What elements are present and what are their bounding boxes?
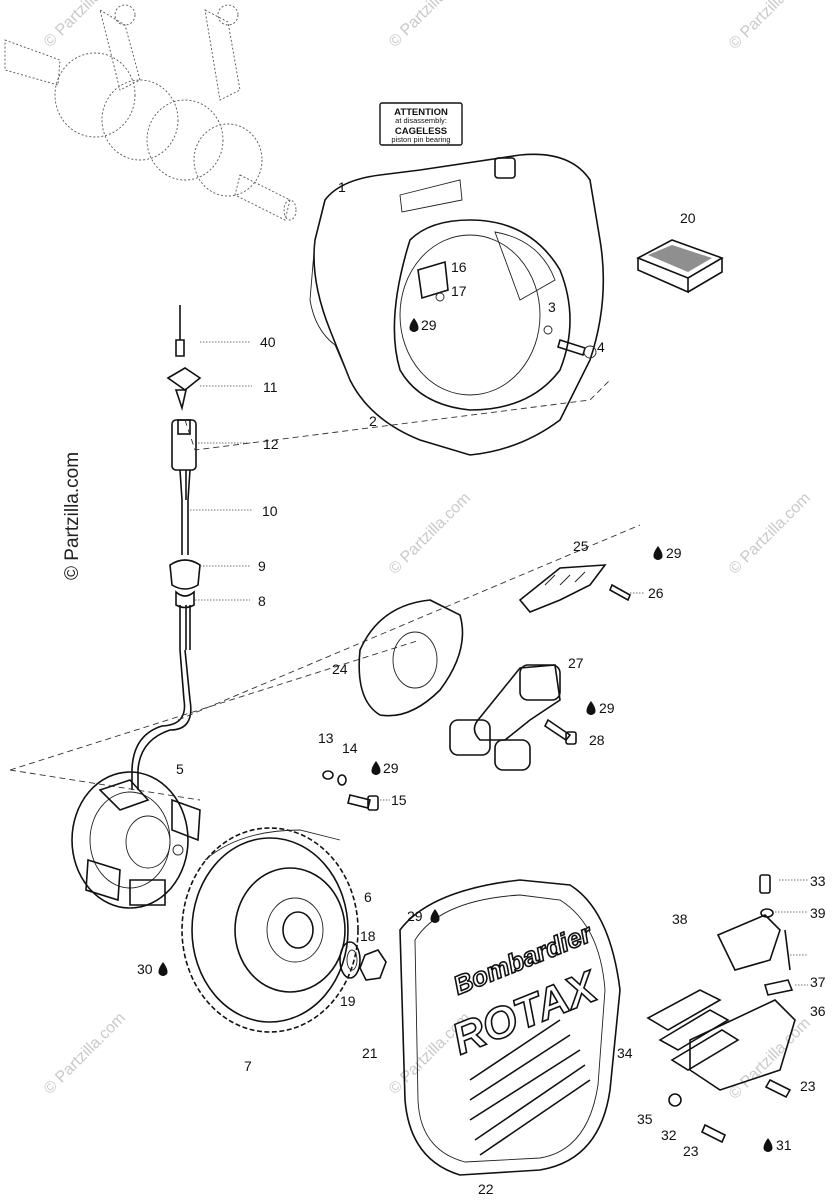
attention-line-1: ATTENTION (394, 107, 448, 118)
watermark: © Partzilla.com (386, 490, 474, 578)
callout-19: 19 (340, 993, 356, 1009)
oil-drop-icon (586, 701, 596, 715)
callout-18: 18 (360, 928, 376, 944)
bracket-27-drawing (449, 664, 577, 771)
oil-drop-icon (371, 761, 381, 775)
oil-drop-icon (158, 962, 168, 976)
wiring-harness-drawing (131, 305, 202, 790)
callout-7: 7 (244, 1058, 252, 1074)
callout-39: 39 (810, 905, 826, 921)
attention-label: ATTENTION at disassembly: CAGELESS pisto… (379, 102, 463, 146)
oil-drop-icon (653, 546, 663, 560)
watermark: © Partzilla.com (726, 490, 814, 578)
oil-drop-icon (430, 909, 440, 923)
callout-17: 17 (451, 283, 467, 299)
callout-14: 14 (342, 740, 358, 756)
plate-drawing (358, 599, 464, 717)
nut-washer-drawing (339, 941, 387, 981)
callout-4: 4 (597, 339, 605, 355)
callout-35: 35 (637, 1111, 653, 1127)
callout-40: 40 (260, 334, 276, 350)
callout-27: 27 (568, 655, 584, 671)
callout-3: 3 (548, 299, 556, 315)
callout-38: 38 (672, 911, 688, 927)
callout-25: 25 (573, 538, 589, 554)
callout-13: 13 (318, 730, 334, 746)
callout-28: 28 (589, 732, 605, 748)
callout-32: 32 (661, 1127, 677, 1143)
callout-1: 1 (338, 179, 346, 195)
guide-lines (9, 379, 641, 801)
callout-22: 22 (478, 1181, 494, 1197)
watermark-vertical: © Partzilla.com (62, 452, 83, 580)
callout-26: 26 (648, 585, 664, 601)
callout-29-bolt-15: 29 (383, 760, 399, 776)
callout-23-upper: 23 (800, 1078, 816, 1094)
callout-23-lower: 23 (683, 1143, 699, 1159)
attention-line-2: at disassembly: (395, 116, 447, 125)
bracket-25-drawing (518, 564, 632, 613)
flywheel-drawing (181, 827, 359, 1033)
oil-drop-symbols (158, 318, 773, 1152)
callout-36: 36 (810, 1003, 826, 1019)
callout-21: 21 (362, 1045, 378, 1061)
watermark: © Partzilla.com (726, 0, 814, 53)
stator-drawing (71, 771, 201, 909)
leader-lines (190, 341, 808, 986)
right-bracket-parts-drawing (646, 874, 796, 1144)
watermark: © Partzilla.com (386, 0, 474, 51)
callout-5: 5 (176, 761, 184, 777)
cover-rib-pattern (469, 1019, 591, 1156)
callout-29-bolt-26: 29 (666, 545, 682, 561)
watermark: © Partzilla.com (41, 1010, 129, 1098)
callout-11: 11 (263, 379, 278, 395)
callout-34: 34 (617, 1045, 633, 1061)
watermark: © Partzilla.com (41, 0, 129, 51)
callout-16: 16 (451, 259, 467, 275)
callout-10: 10 (262, 503, 278, 519)
attention-line-3: CAGELESS (395, 126, 447, 137)
callout-29-cover: 29 (421, 317, 437, 333)
callout-2: 2 (369, 413, 377, 429)
cover-drawing: Bombardier ROTAX (399, 879, 621, 1176)
watermarks: © Partzilla.com © Partzilla.com © Partzi… (41, 0, 814, 1103)
callout-29-bolt-28: 29 (599, 700, 615, 716)
crankcase-housing-drawing (309, 153, 605, 456)
callout-9: 9 (258, 558, 266, 574)
crankshaft-drawing (4, 4, 297, 221)
callout-37: 37 (810, 974, 826, 990)
callout-31: 31 (776, 1137, 792, 1153)
callout-29-cover-21: 29 (407, 908, 423, 924)
fasteners-13-15-drawing (322, 770, 379, 811)
callout-labels: 1 2 3 4 5 6 7 8 9 10 11 12 13 14 15 16 1… (137, 179, 826, 1197)
attention-line-4: piston pin bearing (391, 135, 450, 144)
oil-drop-icon (409, 318, 419, 332)
pad-drawing (636, 239, 724, 294)
callout-33: 33 (810, 873, 826, 889)
callout-20: 20 (680, 210, 696, 226)
callout-15: 15 (391, 792, 407, 808)
callout-12: 12 (263, 436, 279, 452)
callout-6: 6 (364, 889, 372, 905)
callout-8: 8 (258, 593, 266, 609)
callout-30: 30 (137, 961, 153, 977)
callout-24: 24 (332, 661, 348, 677)
oil-drop-icon (763, 1138, 773, 1152)
